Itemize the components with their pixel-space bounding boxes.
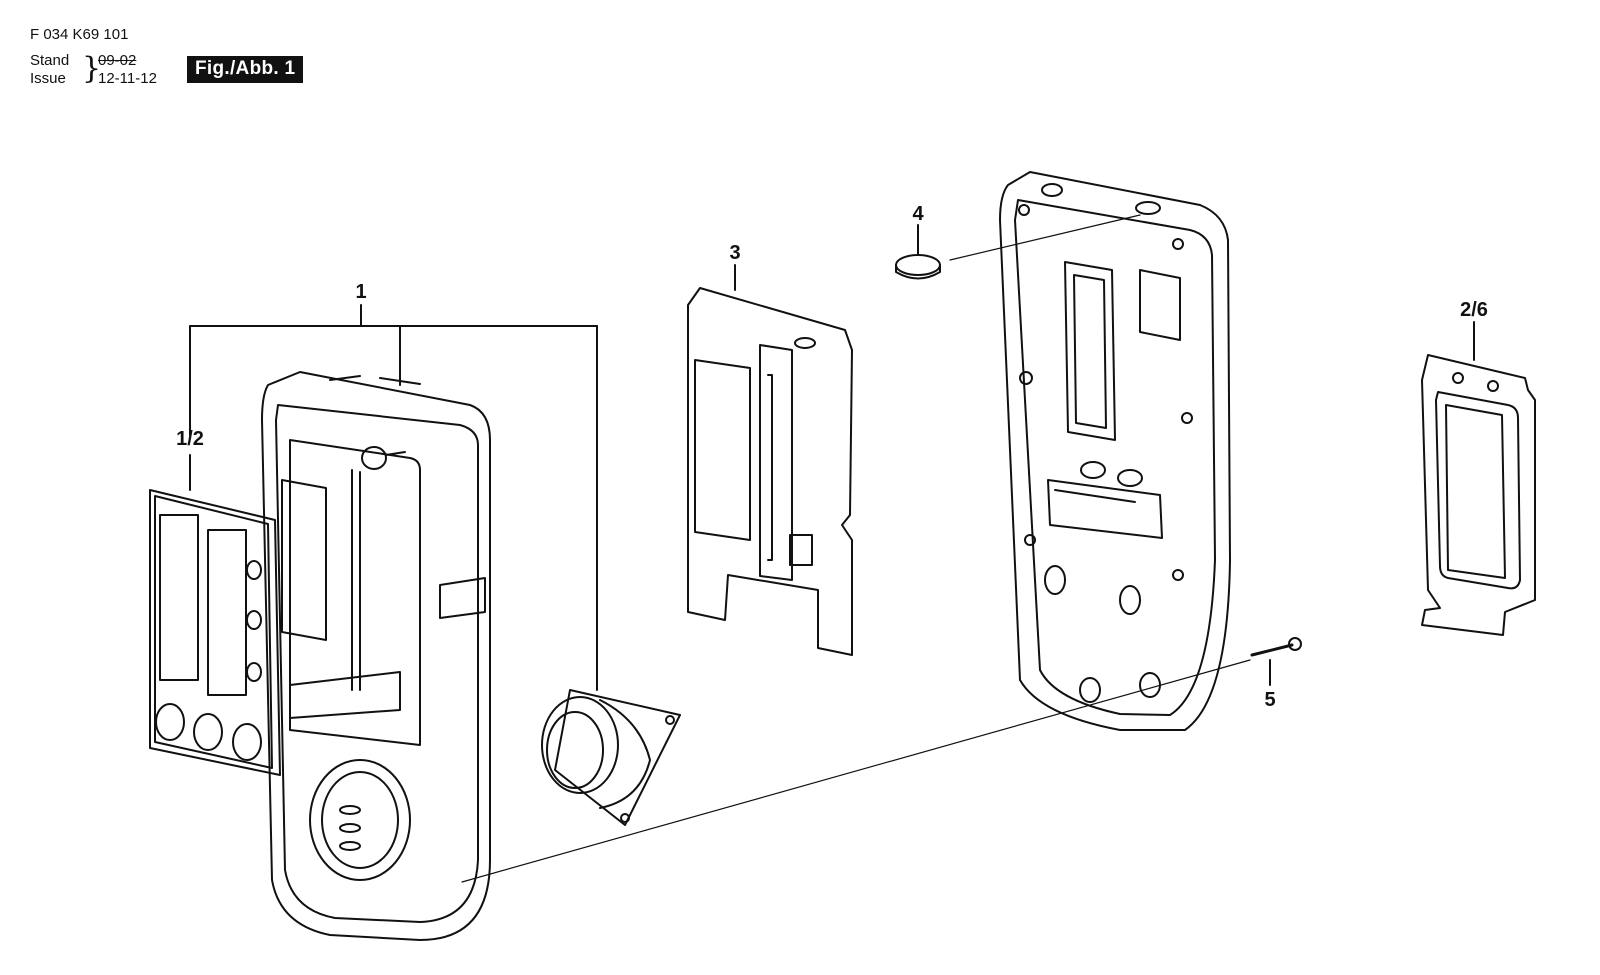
callout-1-bracket [189,304,598,691]
callout-3: 3 [729,242,740,264]
revision-block: Stand Issue } 09-02 12-11-12 [30,52,190,92]
brace-icon: } [82,51,102,86]
lens-cap [541,689,681,826]
front-housing [261,371,491,941]
issue-label: Issue [30,70,66,87]
assembly-line [461,659,1251,883]
rear-housing [999,171,1231,731]
front-panel [149,489,281,776]
callout-2-6: 2/6 [1460,299,1488,321]
callout-1-2: 1/2 [176,428,204,450]
part-number: F 034 K69 101 [30,26,129,43]
callout-5: 5 [1264,689,1275,711]
callout-4: 4 [912,203,924,225]
stand-date: 09-02 [98,52,137,69]
rubber-foot [895,214,1141,280]
callout-1: 1 [355,281,366,303]
figure-badge: Fig./Abb. 1 [187,56,304,83]
circuit-board [687,264,853,656]
screw [1250,637,1302,686]
stand-label: Stand [30,52,70,69]
battery-cover [1421,321,1536,636]
issue-date: 12-11-12 [98,70,157,87]
